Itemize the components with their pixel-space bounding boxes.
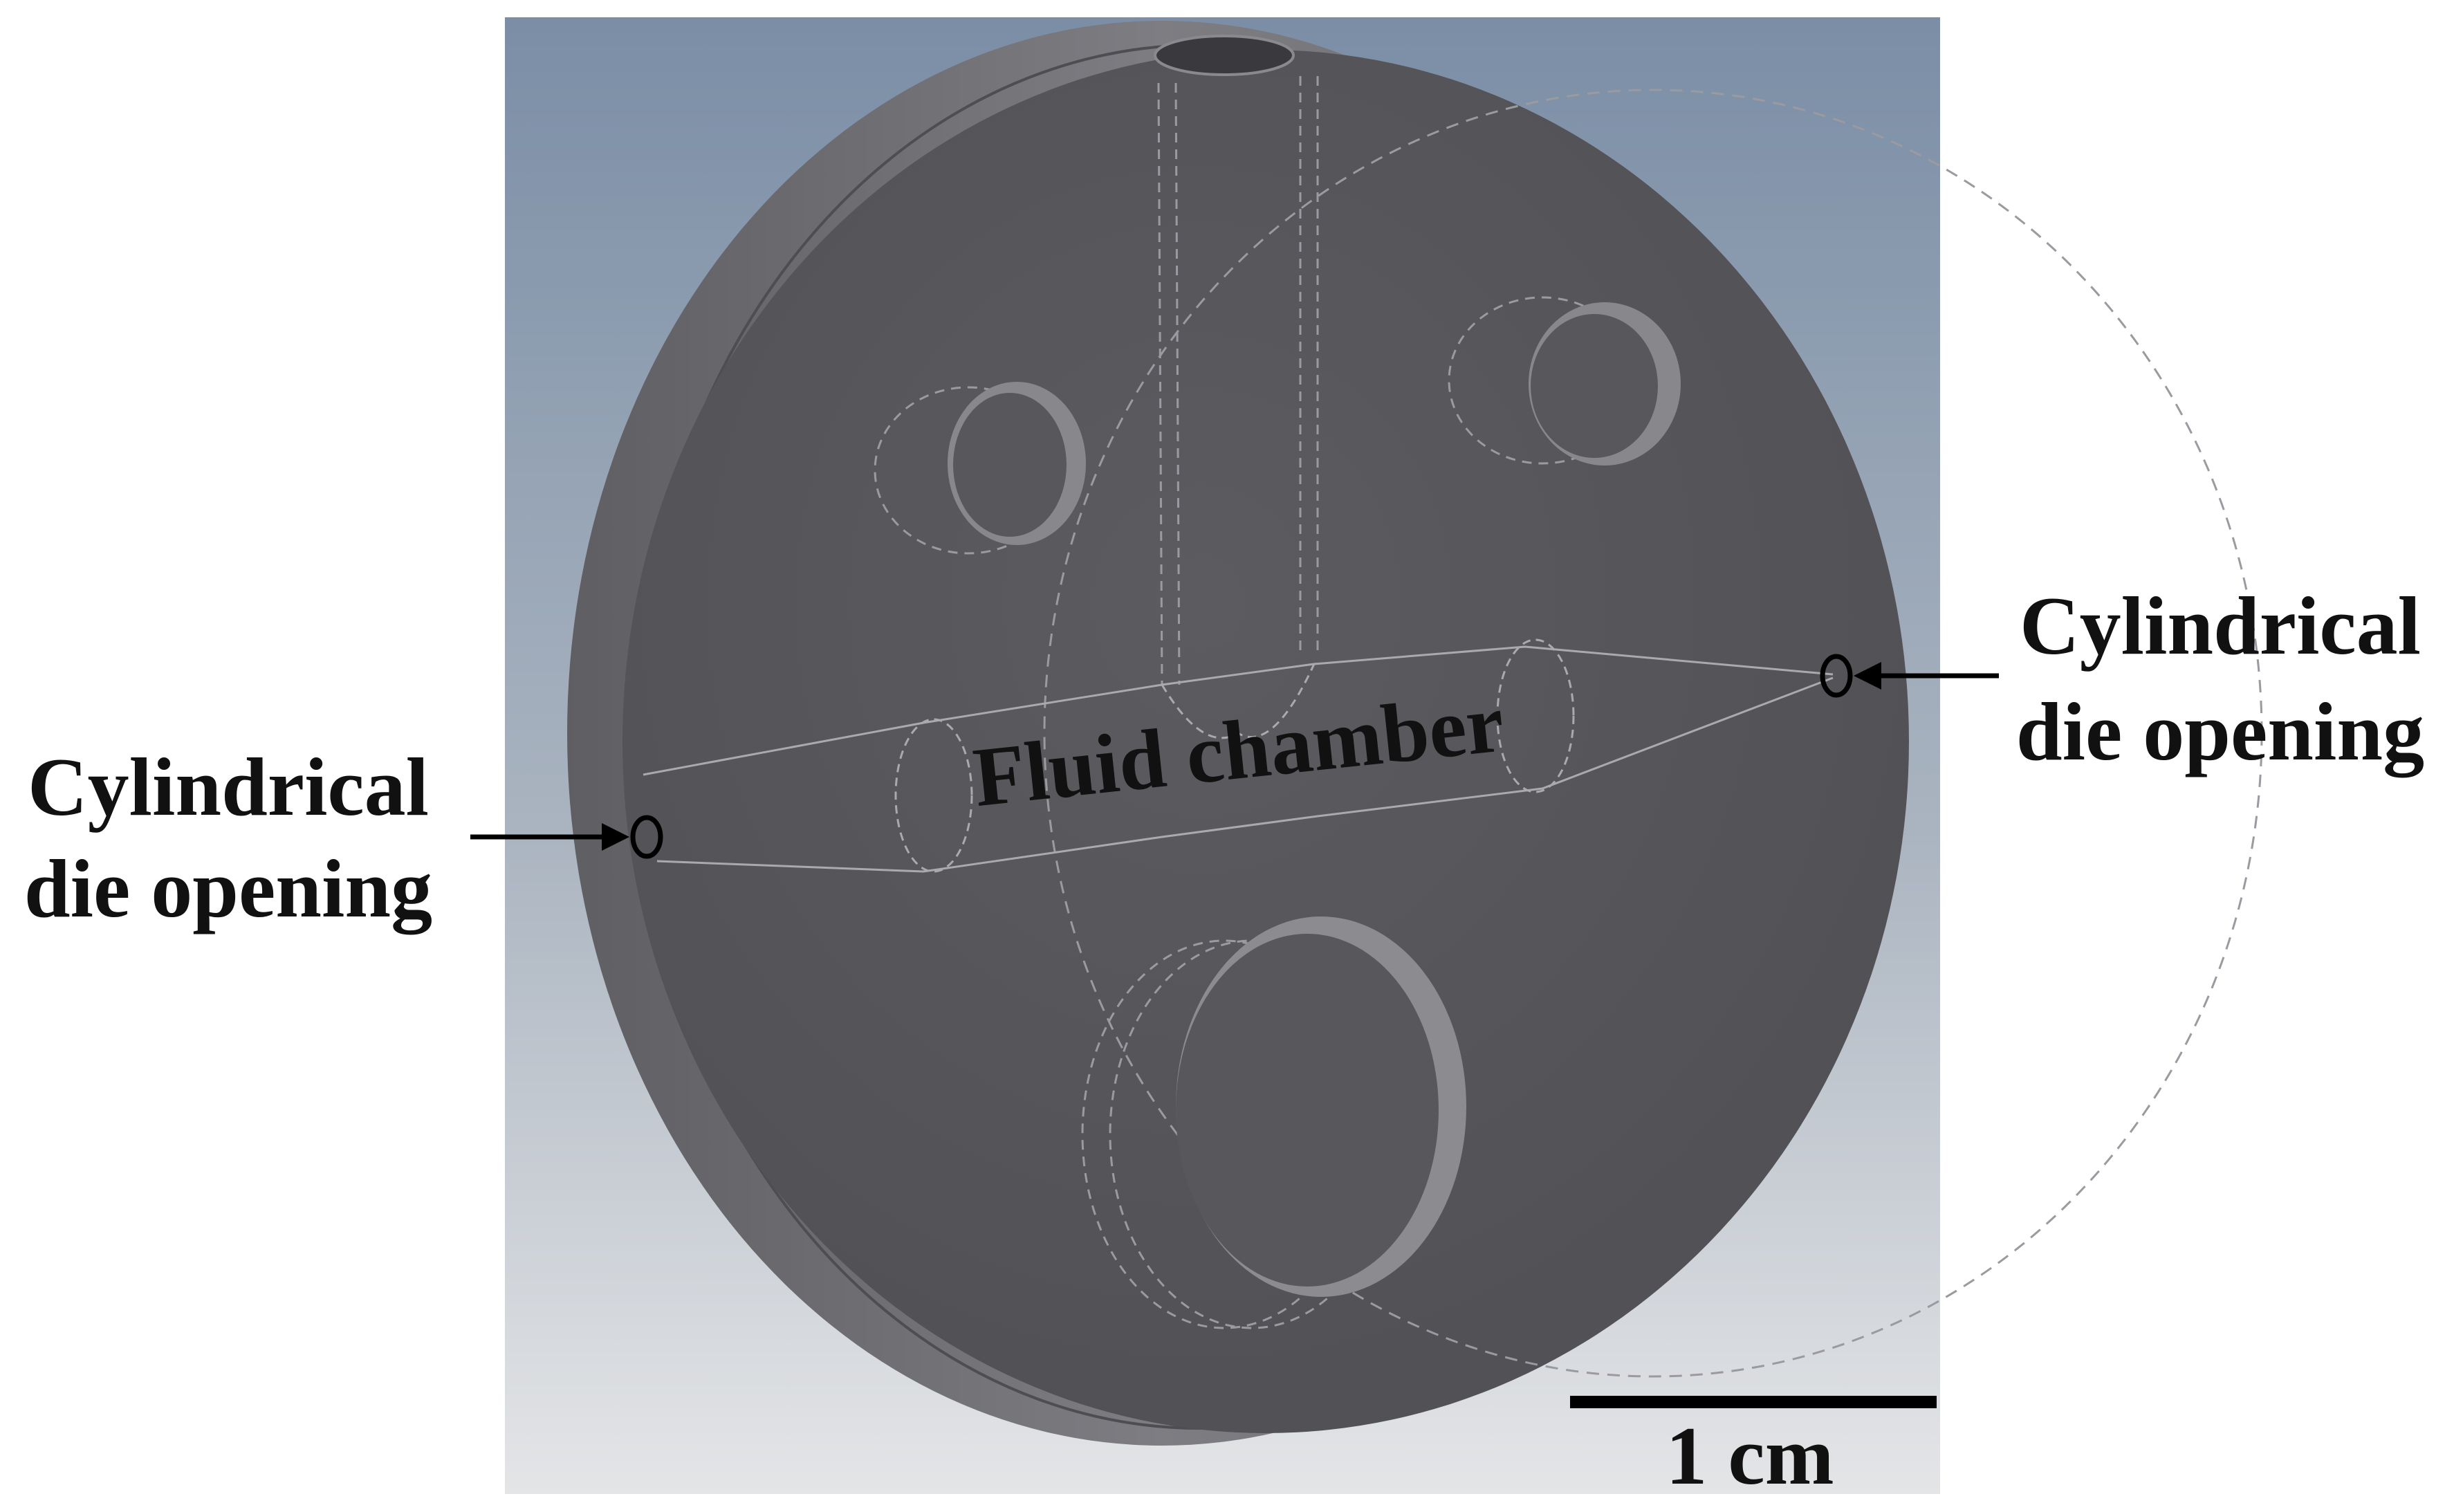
- chamber-right-end: [1496, 638, 1575, 793]
- right-arrow: [1854, 662, 1999, 690]
- right-opening-label-line1: Cylindrical: [2020, 580, 2421, 672]
- through-holes: [948, 302, 1681, 1297]
- top-inlet-port: [1154, 35, 1295, 76]
- left-die-opening-marker: [630, 815, 663, 859]
- hole-upper-right: [1529, 302, 1681, 465]
- hole-lower-center: [1176, 916, 1466, 1297]
- right-die-opening-marker: [1820, 654, 1853, 698]
- left-arrow: [470, 823, 629, 851]
- chamber-left-end: [894, 718, 973, 873]
- left-opening-label-line2: die opening: [24, 842, 432, 935]
- left-opening-label-line1: Cylindrical: [28, 741, 429, 833]
- hole-upper-left: [948, 382, 1086, 545]
- scale-bar-label: 1 cm: [1666, 1410, 1834, 1502]
- right-opening-label-line2: die opening: [2016, 685, 2424, 778]
- fluid-chamber-outline: [643, 638, 1834, 873]
